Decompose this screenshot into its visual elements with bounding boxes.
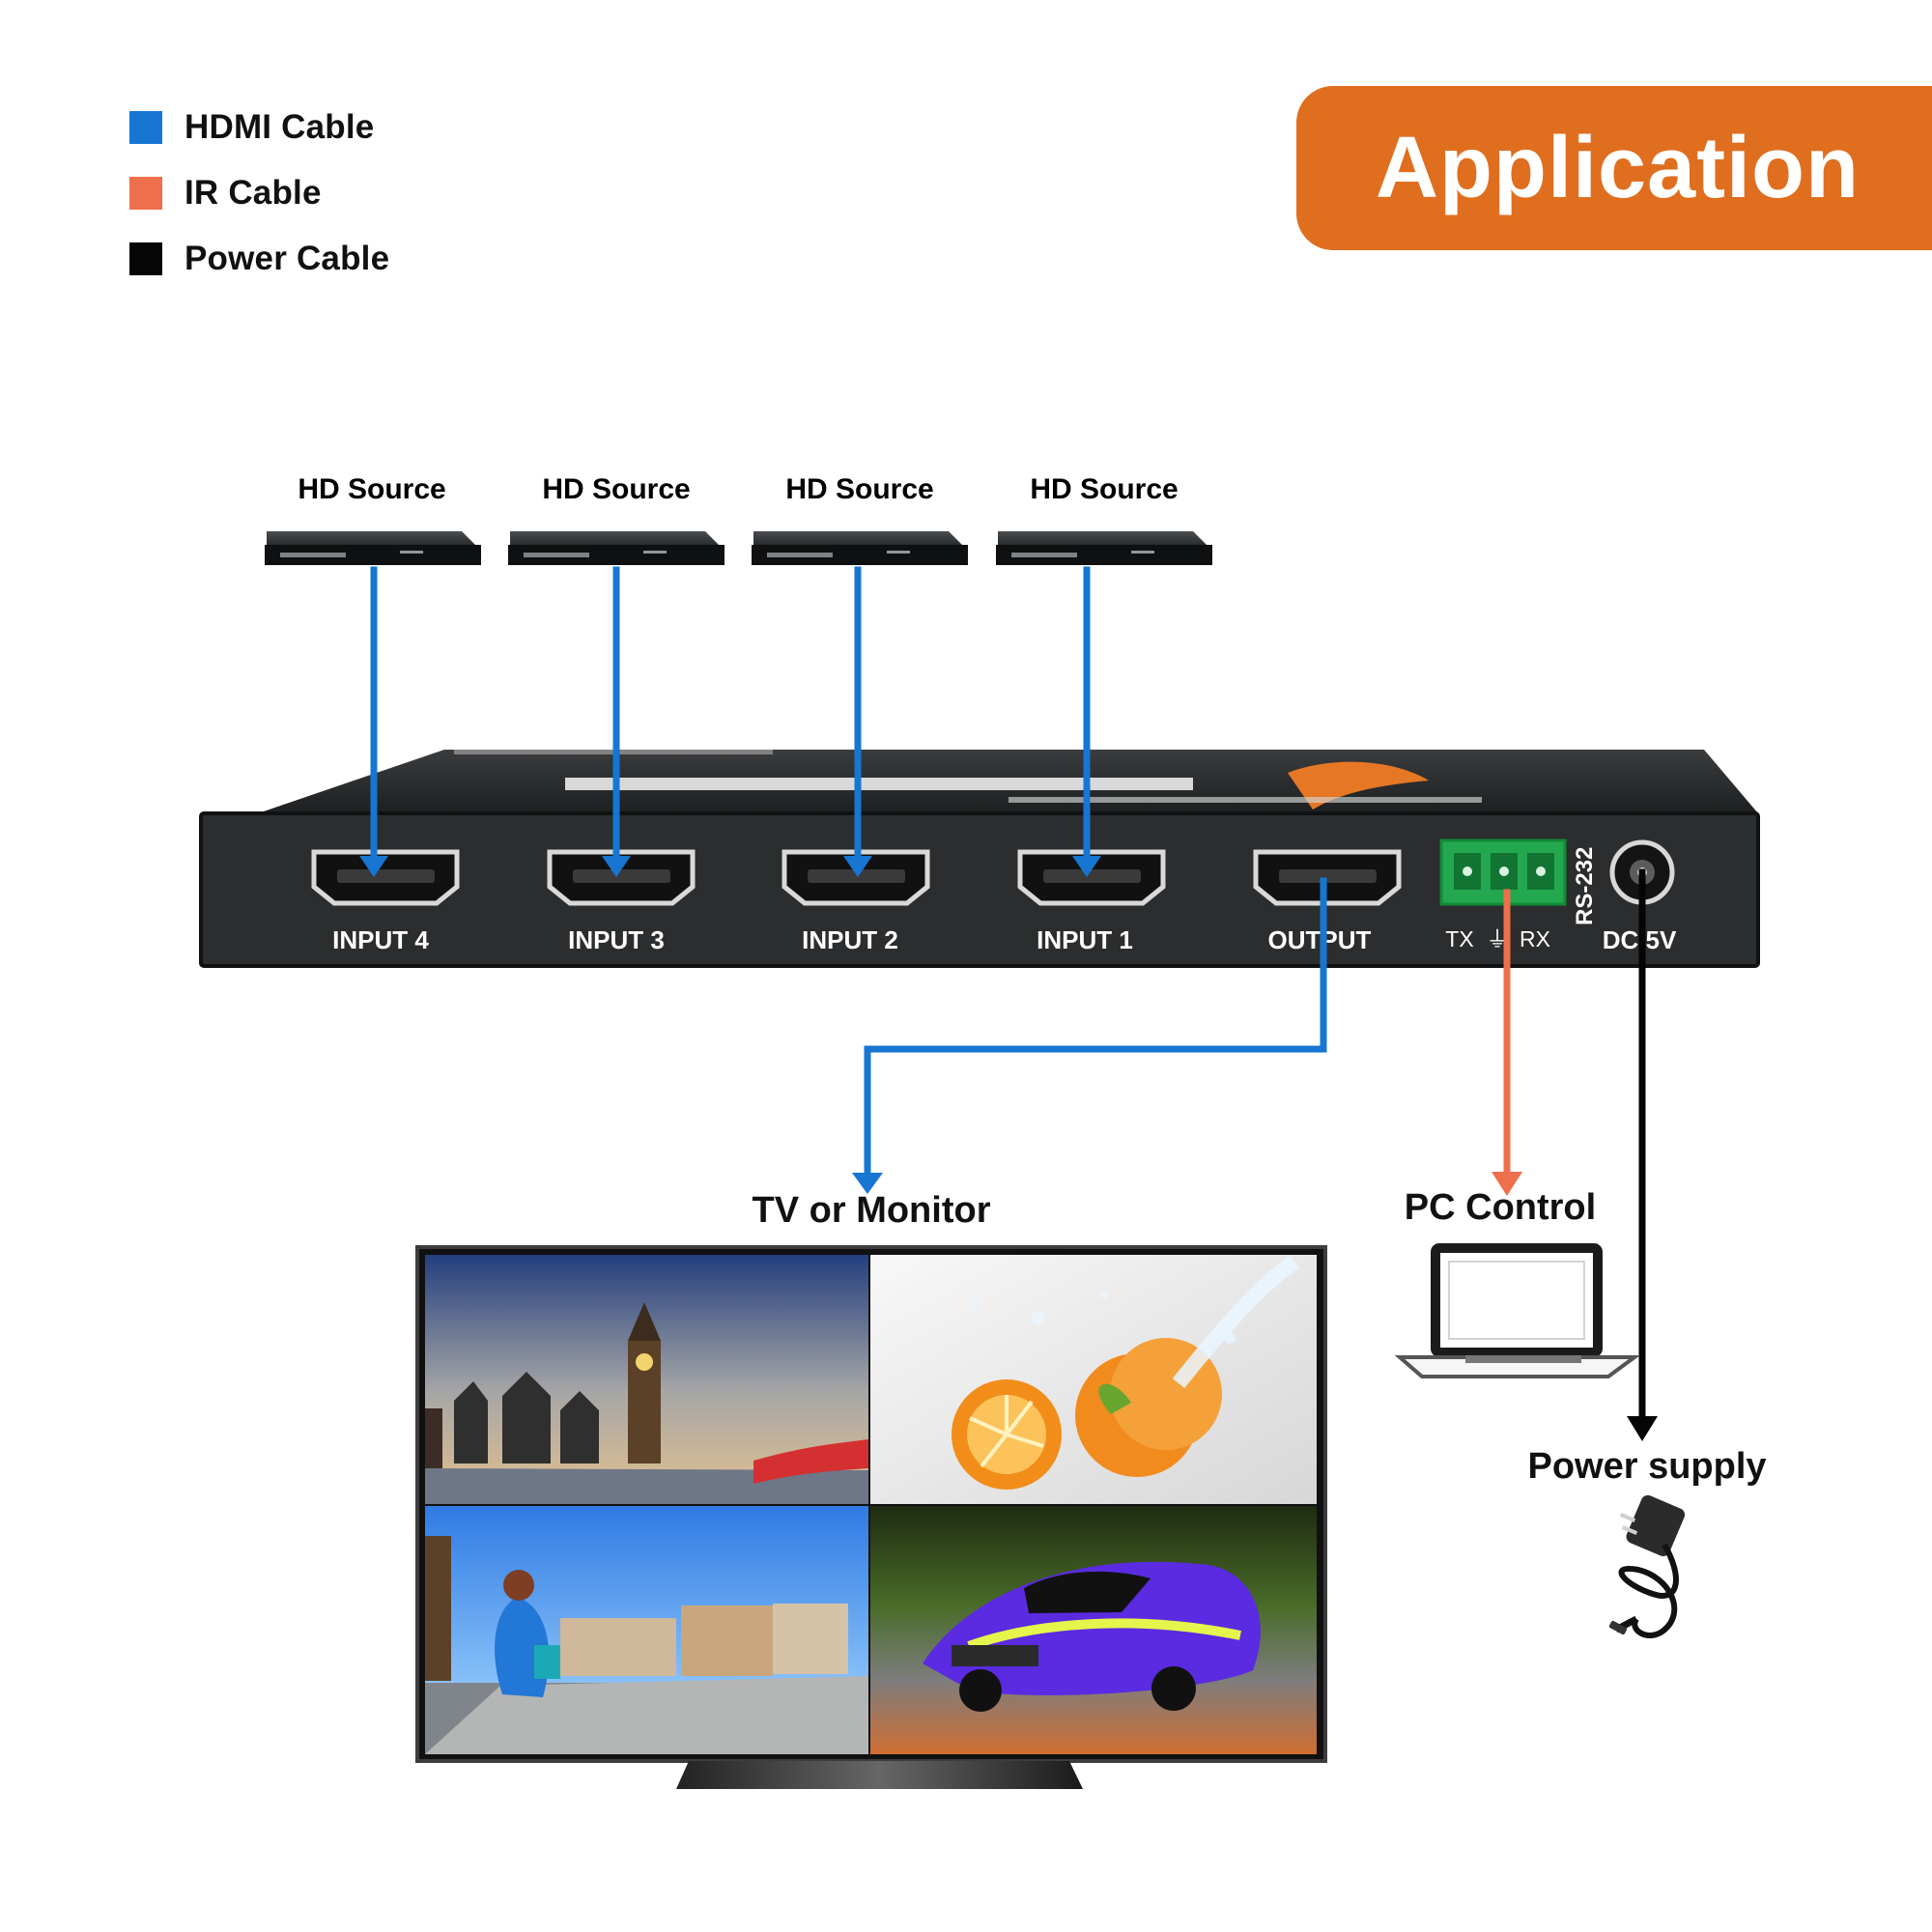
hdmi-port-icon	[547, 849, 696, 906]
blu-ray-player-icon	[996, 531, 1212, 565]
blu-ray-player-icon	[265, 531, 481, 565]
hdmi-port-input-2: INPUT 2	[781, 849, 930, 954]
hd-source-group-1: HD Source	[265, 473, 481, 565]
hdmi-port-icon	[1017, 849, 1166, 906]
legend-label-hdmi-cable: HDMI Cable	[185, 108, 375, 146]
power-supply-label: Power supply	[1527, 1446, 1766, 1487]
hd-source-group-4: HD Source	[996, 473, 1212, 565]
screen-quadrant-street-tourist	[425, 1506, 868, 1754]
tv-monitor	[415, 1245, 1327, 1789]
ir-cable-swatch	[129, 177, 162, 210]
hdmi-cable-routes	[370, 566, 1327, 1181]
rx-label: RX	[1520, 926, 1550, 952]
hdmi-cable-swatch	[129, 111, 162, 144]
power-supply-adapter	[1608, 1494, 1686, 1638]
tx-label: TX	[1445, 926, 1473, 952]
hd-source-label-1: HD Source	[298, 473, 445, 505]
tv-or-monitor-label: TV or Monitor	[753, 1190, 991, 1231]
hdmi-cable-arrowheads	[359, 856, 1101, 1194]
legend-item-ir-cable: IR Cable	[129, 172, 322, 214]
legend-item-hdmi-cable: HDMI Cable	[129, 106, 374, 149]
application-title: Application	[1376, 120, 1860, 216]
output-label: OUTPUT	[1268, 925, 1372, 954]
ir-cable-arrowhead	[1492, 1172, 1522, 1196]
pc-control-label: PC Control	[1405, 1187, 1596, 1228]
power-adapter-icon	[1608, 1494, 1686, 1638]
hdmi-port-input-1: INPUT 1	[1017, 849, 1166, 954]
hd-source-label-3: HD Source	[785, 473, 933, 505]
hdmi-port-input-3: INPUT 3	[547, 849, 696, 954]
hdmi-port-icon	[311, 849, 460, 906]
power-cable-swatch	[129, 242, 162, 275]
rs232-label: RS-232	[1572, 847, 1598, 925]
ground-label: ⏚	[1487, 926, 1509, 952]
tv-monitor-icon	[415, 1245, 1327, 1789]
legend-label-power-cable: Power Cable	[185, 240, 390, 277]
legend-label-ir-cable: IR Cable	[185, 174, 322, 212]
hdmi-port-output: OUTPUT	[1253, 849, 1402, 954]
input-2-label: INPUT 2	[802, 925, 898, 954]
input-1-label: INPUT 1	[1037, 925, 1133, 954]
hd-source-group-2: HD Source	[508, 473, 724, 565]
hd-source-label-2: HD Source	[542, 473, 690, 505]
cable-legend: HDMI Cable IR Cable Power Cable	[129, 106, 458, 290]
terminal-block-icon	[1439, 838, 1567, 906]
input-4-label: INPUT 4	[332, 925, 429, 954]
input-3-label: INPUT 3	[568, 925, 665, 954]
legend-item-power-cable: Power Cable	[129, 238, 389, 280]
hd-source-label-4: HD Source	[1030, 473, 1178, 505]
screen-quadrant-race-car	[870, 1506, 1317, 1754]
screen-quadrant-orange-splash	[870, 1255, 1317, 1504]
application-badge: Application	[1296, 86, 1932, 250]
power-cable-arrowhead	[1627, 1416, 1658, 1441]
laptop-icon	[1394, 1243, 1641, 1378]
screen-quadrant-city-night	[425, 1255, 868, 1504]
hdmi-port-icon	[781, 849, 930, 906]
blu-ray-player-icon	[752, 531, 968, 565]
hdmi-port-input-4: INPUT 4	[311, 849, 460, 954]
rs232-port: RS-232 TX ⏚ RX	[1439, 838, 1598, 952]
hd-source-group-3: HD Source	[752, 473, 968, 565]
pc-control-laptop	[1394, 1243, 1641, 1378]
hdmi-port-icon	[1253, 849, 1402, 906]
blu-ray-player-icon	[508, 531, 724, 565]
